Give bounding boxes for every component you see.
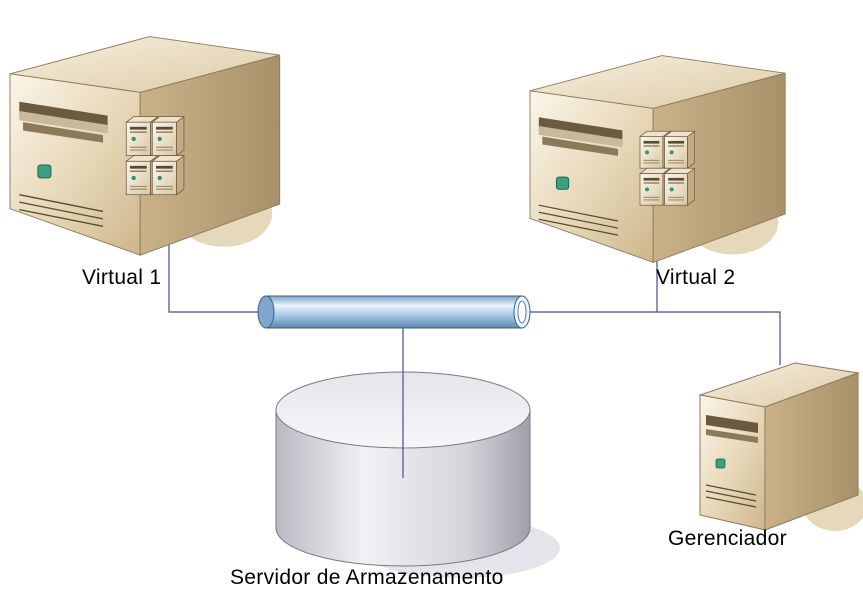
storage-cylinder-icon[interactable] <box>275 371 560 578</box>
server-gerenciador[interactable] <box>698 362 863 531</box>
label-virtual1: Virtual 1 <box>82 266 162 289</box>
label-virtual2: Virtual 2 <box>656 266 736 289</box>
label-gerenciador: Gerenciador <box>668 527 787 550</box>
virtual-machine-stack-icon <box>125 116 185 196</box>
link-gerenciador-bus <box>657 311 781 365</box>
label-storage: Servidor de Armazenamento <box>230 566 504 589</box>
virtual-machine-stack-icon <box>639 130 695 206</box>
server-virtual1[interactable] <box>9 35 281 256</box>
tower-server-icon <box>698 362 863 531</box>
server-virtual2[interactable] <box>529 54 786 264</box>
network-bus-pipe-icon <box>257 295 531 329</box>
